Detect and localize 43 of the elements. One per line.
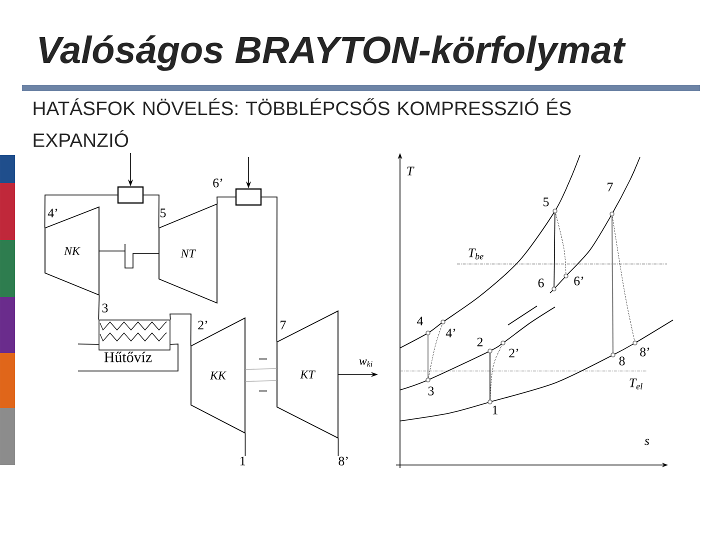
point-label: 1 bbox=[492, 406, 498, 414]
point-label: 6’ bbox=[574, 276, 584, 286]
pipe-line bbox=[216, 196, 236, 204]
point-label: 4’ bbox=[48, 208, 58, 218]
point-label: 7 bbox=[608, 182, 613, 192]
point-label: 8’ bbox=[640, 348, 650, 356]
point-label: 3 bbox=[428, 386, 434, 396]
point-label: 5 bbox=[160, 208, 166, 218]
pipe-line bbox=[338, 438, 339, 456]
axis-label: s bbox=[644, 438, 650, 446]
point-label: 1 bbox=[240, 456, 246, 466]
point-label: 4 bbox=[417, 316, 424, 326]
point-label: 8 bbox=[619, 356, 625, 366]
pipe-line bbox=[98, 294, 100, 320]
temperature-label: T$_{be}$ bbox=[468, 248, 484, 260]
point-label: 7 bbox=[280, 320, 286, 330]
pipe-line bbox=[78, 344, 100, 345]
temperature-label: T$_{el}$ bbox=[630, 378, 642, 390]
point-label: 2’ bbox=[509, 348, 518, 358]
pipe-line bbox=[261, 196, 278, 342]
point-label: 6 bbox=[538, 278, 544, 288]
subtitle: HATÁSFOK NÖVELÉS: TÖBBLÉPCSŐS KOMPRESSZIÓ ÉS EXPANZIÓ bbox=[34, 98, 571, 148]
point-label: 4’ bbox=[446, 328, 456, 338]
edge-label: w$_{ki}$ bbox=[359, 359, 372, 367]
pipe-line bbox=[78, 344, 178, 372]
point-label: 8’ bbox=[338, 456, 348, 466]
point-label: 2’ bbox=[198, 320, 208, 330]
point-label: 5 bbox=[544, 198, 549, 206]
combustor-box bbox=[117, 186, 144, 204]
pipe-line bbox=[44, 194, 118, 228]
pipe-line bbox=[170, 314, 192, 346]
cooler-box bbox=[98, 320, 170, 350]
pipe-line bbox=[143, 194, 160, 228]
point-label: 6’ bbox=[213, 178, 222, 188]
point-label: 3 bbox=[102, 304, 108, 312]
combustor-box bbox=[235, 188, 262, 206]
pipe-line bbox=[244, 432, 246, 456]
axis-label: T bbox=[407, 166, 414, 176]
pipe-line bbox=[98, 244, 160, 268]
medium-label: Hűtővíz bbox=[104, 352, 152, 362]
point-label: 2 bbox=[477, 338, 483, 346]
pipe-line bbox=[244, 368, 278, 382]
title: Valóságos BRAYTON-körfolymat bbox=[39, 35, 626, 71]
